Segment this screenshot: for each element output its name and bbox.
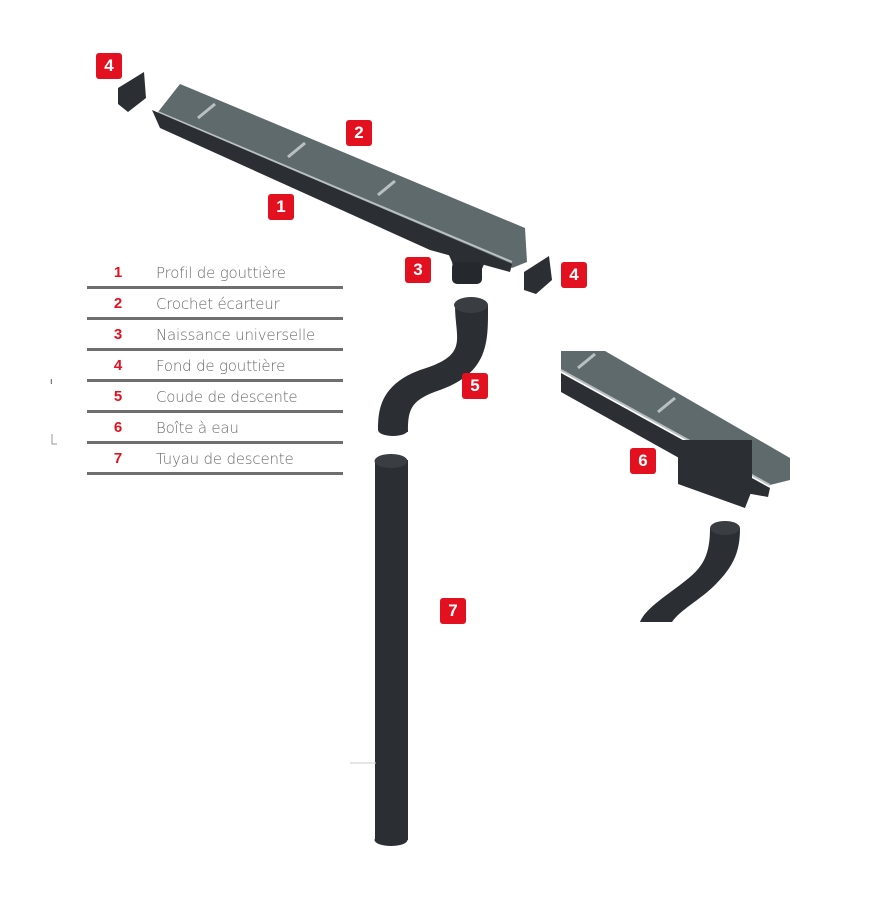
legend-label: Boîte à eau (156, 419, 239, 437)
legend-number: 7 (113, 450, 123, 467)
legend-row: 4 Fond de gouttière (87, 351, 343, 382)
end-cap-left (118, 72, 146, 112)
legend-label: Tuyau de descente (156, 450, 294, 468)
callout-hopper: 6 (630, 448, 656, 474)
detail-gutter-inner (561, 351, 790, 485)
callout-gutter-profile: 1 (268, 194, 294, 220)
hopper (678, 440, 752, 508)
svg-text:ı: ı (50, 377, 53, 387)
gutter-hangers (197, 102, 396, 197)
elbow (378, 305, 489, 432)
downpipe (375, 460, 408, 840)
legend-label: Crochet écarteur (156, 295, 280, 313)
parts-legend: 1 Profil de gouttière 2 Crochet écarteur 3… (87, 258, 343, 475)
callout-end-cap-right: 4 (561, 262, 587, 288)
legend-row: 1 Profil de gouttière (87, 258, 343, 289)
legend-number: 2 (113, 295, 123, 312)
gutter-profile (152, 110, 512, 272)
legend-number: 4 (113, 357, 123, 374)
legend-row: 6 Boîte à eau (87, 413, 343, 444)
detail-elbow (640, 528, 740, 622)
legend-number: 3 (113, 326, 123, 343)
legend-row: 5 Coude de descente (87, 382, 343, 413)
callout-end-cap-left: 4 (96, 53, 122, 79)
legend-row: 2 Crochet écarteur (87, 289, 343, 320)
legend-label: Fond de gouttière (156, 357, 286, 375)
legend-number: 6 (113, 419, 123, 436)
legend-label: Coude de descente (156, 388, 298, 406)
callout-downpipe: 7 (440, 598, 466, 624)
legend-row: 3 Naissance universelle (87, 320, 343, 351)
legend-number: 1 (113, 264, 123, 281)
end-cap-right (524, 256, 552, 294)
legend-label: Profil de gouttière (156, 264, 286, 282)
callout-outlet: 3 (405, 257, 431, 283)
callout-elbow: 5 (462, 373, 488, 399)
legend-number: 5 (113, 388, 123, 405)
callout-hanger: 2 (346, 120, 372, 146)
legend-row: 7 Tuyau de descente (87, 444, 343, 475)
legend-label: Naissance universelle (156, 326, 316, 344)
gutter-inner-wall (158, 84, 527, 268)
